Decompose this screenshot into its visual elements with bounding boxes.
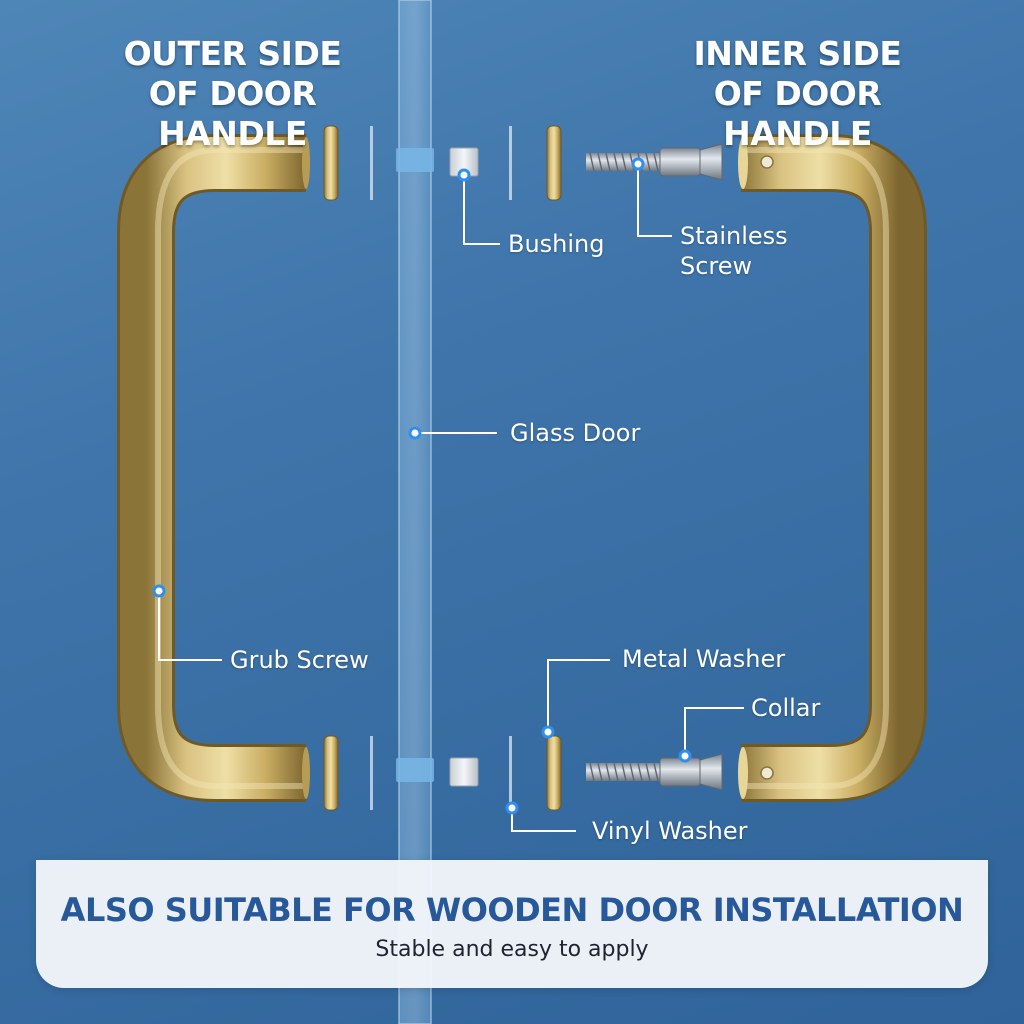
info-banner: ALSO SUITABLE FOR WOODEN DOOR INSTALLATI… [36,860,988,988]
outer-vinyl-washer-top [370,126,373,200]
outer-collar-bottom [323,735,339,811]
inner-door-handle [738,134,927,802]
label-glass-door: Glass Door [510,419,641,447]
stainless-screw-top [586,143,723,181]
bushing-bottom [449,757,479,787]
callout-dot-vinyl-washer [505,801,519,815]
inner-side-heading: INNER SIDE OF DOOR HANDLE [693,34,902,153]
label-stainless-screw-line1: Stainless [680,222,788,250]
callout-dot-glass-door [408,426,422,440]
banner-subtitle: Stable and easy to apply [375,937,649,962]
callout-dot-stainless-screw [631,157,645,171]
glass-door-panel [396,0,434,1024]
callout-dot-grub-screw [152,584,166,598]
callout-line-grub-screw [158,591,222,661]
label-stainless-screw-line2: Screw [680,252,753,280]
label-vinyl-washer: Vinyl Washer [592,817,748,845]
outer-collar-top [323,125,339,201]
callout-dot-metal-washer [541,725,555,739]
callout-dot-bushing [457,168,471,182]
inner-vinyl-washer-bottom [509,736,512,810]
callout-line-vinyl-washer [511,808,576,832]
outer-door-handle [117,134,310,802]
stainless-screw-bottom [586,753,723,791]
callout-lines [158,164,744,832]
metal-washer-top [546,125,562,201]
label-collar: Collar [751,694,821,722]
callout-line-stainless-screw [637,164,672,237]
label-grub-screw: Grub Screw [230,646,369,674]
label-metal-washer: Metal Washer [622,645,786,673]
callout-dot-collar [678,749,692,763]
outer-vinyl-washer-bottom [370,736,373,810]
label-bushing: Bushing [508,230,605,258]
callout-dots [152,157,692,815]
inner-vinyl-washer-top [509,126,512,200]
callout-line-bushing [463,175,500,245]
callout-line-collar [684,707,744,756]
callout-line-metal-washer [547,659,610,732]
banner-title: ALSO SUITABLE FOR WOODEN DOOR INSTALLATI… [60,891,964,929]
outer-side-heading: OUTER SIDE OF DOOR HANDLE [123,34,342,153]
metal-washer-bottom [546,735,562,811]
